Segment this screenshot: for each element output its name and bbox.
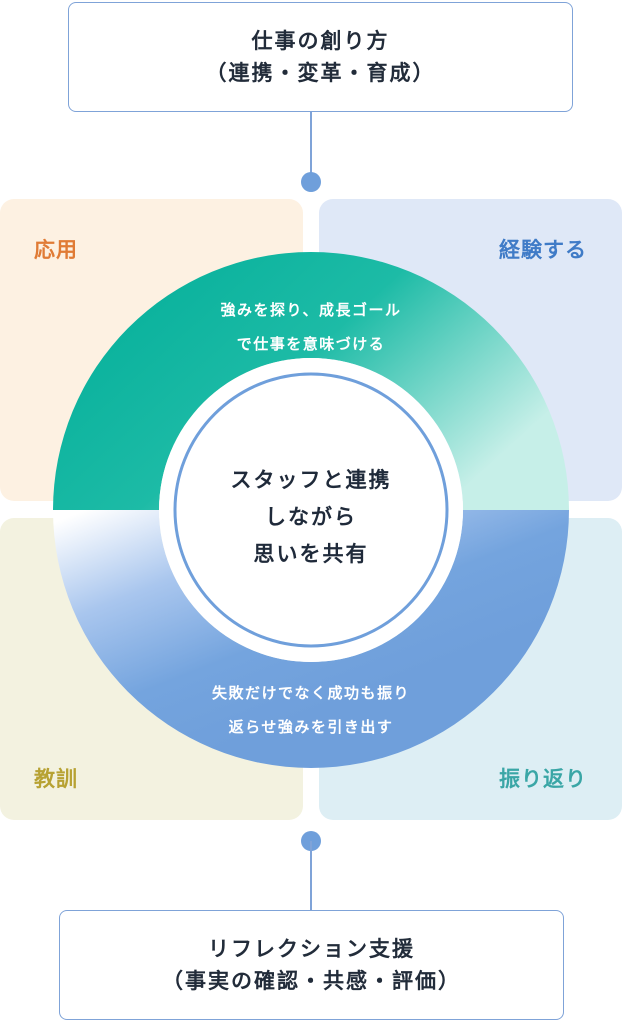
bottom-box: リフレクション支援 （事実の確認・共感・評価） <box>59 910 564 1020</box>
quadrant-label-apply: 応用 <box>34 238 78 262</box>
quadrant-label-reflect: 振り返り <box>499 767 587 791</box>
ring-upper-half <box>53 252 569 510</box>
center-line3: 思いを共有 <box>253 542 369 566</box>
top-box: 仕事の創り方 （連携・変革・育成） <box>68 2 573 112</box>
top-box-subtitle: （連携・変革・育成） <box>205 61 436 85</box>
ring-upper-line1: 強みを探り、成長ゴール <box>220 301 402 319</box>
bottom-box-title: リフレクション支援 <box>208 937 415 961</box>
quadrant-label-lesson: 教訓 <box>34 767 78 791</box>
ring-upper-text: 強みを探り、成長ゴール で仕事を意味づける <box>150 293 472 361</box>
center-line2: しながら <box>265 505 357 529</box>
bottom-box-subtitle: （事実の確認・共感・評価） <box>162 969 461 993</box>
ring-upper-line2: で仕事を意味づける <box>236 335 386 353</box>
bottom-connector <box>310 841 312 911</box>
center-circle <box>173 372 449 648</box>
center-text: スタッフと連携 しながら 思いを共有 <box>195 462 427 573</box>
ring-lower-line1: 失敗だけでなく成功も振り <box>211 684 410 702</box>
top-dot <box>301 172 321 192</box>
ring-lower-half <box>53 510 569 768</box>
ring-lower-text: 失敗だけでなく成功も振り 返らせ強みを引き出す <box>150 676 472 744</box>
center-line1: スタッフと連携 <box>230 468 392 492</box>
top-box-title: 仕事の創り方 <box>251 29 390 53</box>
quadrant-label-experience: 経験する <box>499 238 587 262</box>
top-connector <box>310 112 312 182</box>
ring-lower-line2: 返らせ強みを引き出す <box>228 718 394 736</box>
